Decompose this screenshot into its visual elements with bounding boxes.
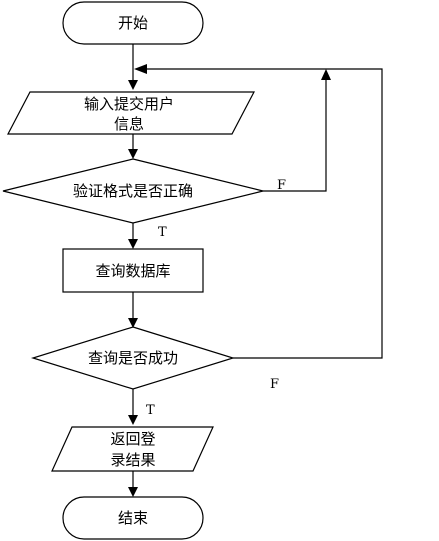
- validate-true-label: T: [158, 225, 167, 240]
- output-label-line1: 返回登: [110, 430, 155, 448]
- input-node: [7, 91, 255, 135]
- query-true-label: T: [146, 403, 155, 418]
- input-label-line2: 信息: [114, 115, 144, 133]
- arrowhead-start-input: [128, 80, 138, 90]
- arrowhead-querydb-success: [128, 318, 138, 328]
- query-false-label: F: [270, 377, 279, 392]
- arrowhead-validate-false: [321, 69, 331, 80]
- end-label: 结束: [118, 509, 148, 527]
- end-node: [62, 496, 204, 540]
- query-db-label: 查询数据库: [95, 262, 170, 280]
- arrowhead-input-validate: [128, 149, 138, 159]
- arrowhead-output-end: [128, 487, 138, 497]
- arrowhead-query-true: [128, 415, 138, 425]
- arrowhead-query-false: [134, 64, 147, 74]
- query-success-label: 查询是否成功: [88, 349, 178, 367]
- edge-query-false: [147, 68, 383, 359]
- output-node: [51, 426, 214, 472]
- validate-label: 验证格式是否正确: [73, 182, 193, 200]
- input-label-line1: 输入提交用户: [84, 95, 174, 113]
- output-label-line2: 录结果: [110, 451, 155, 469]
- arrowhead-validate-true: [128, 239, 138, 249]
- validate-false-label: F: [277, 178, 286, 193]
- edge-validate-false: [263, 78, 327, 192]
- start-label: 开始: [118, 14, 148, 32]
- query-db-node: [62, 248, 204, 293]
